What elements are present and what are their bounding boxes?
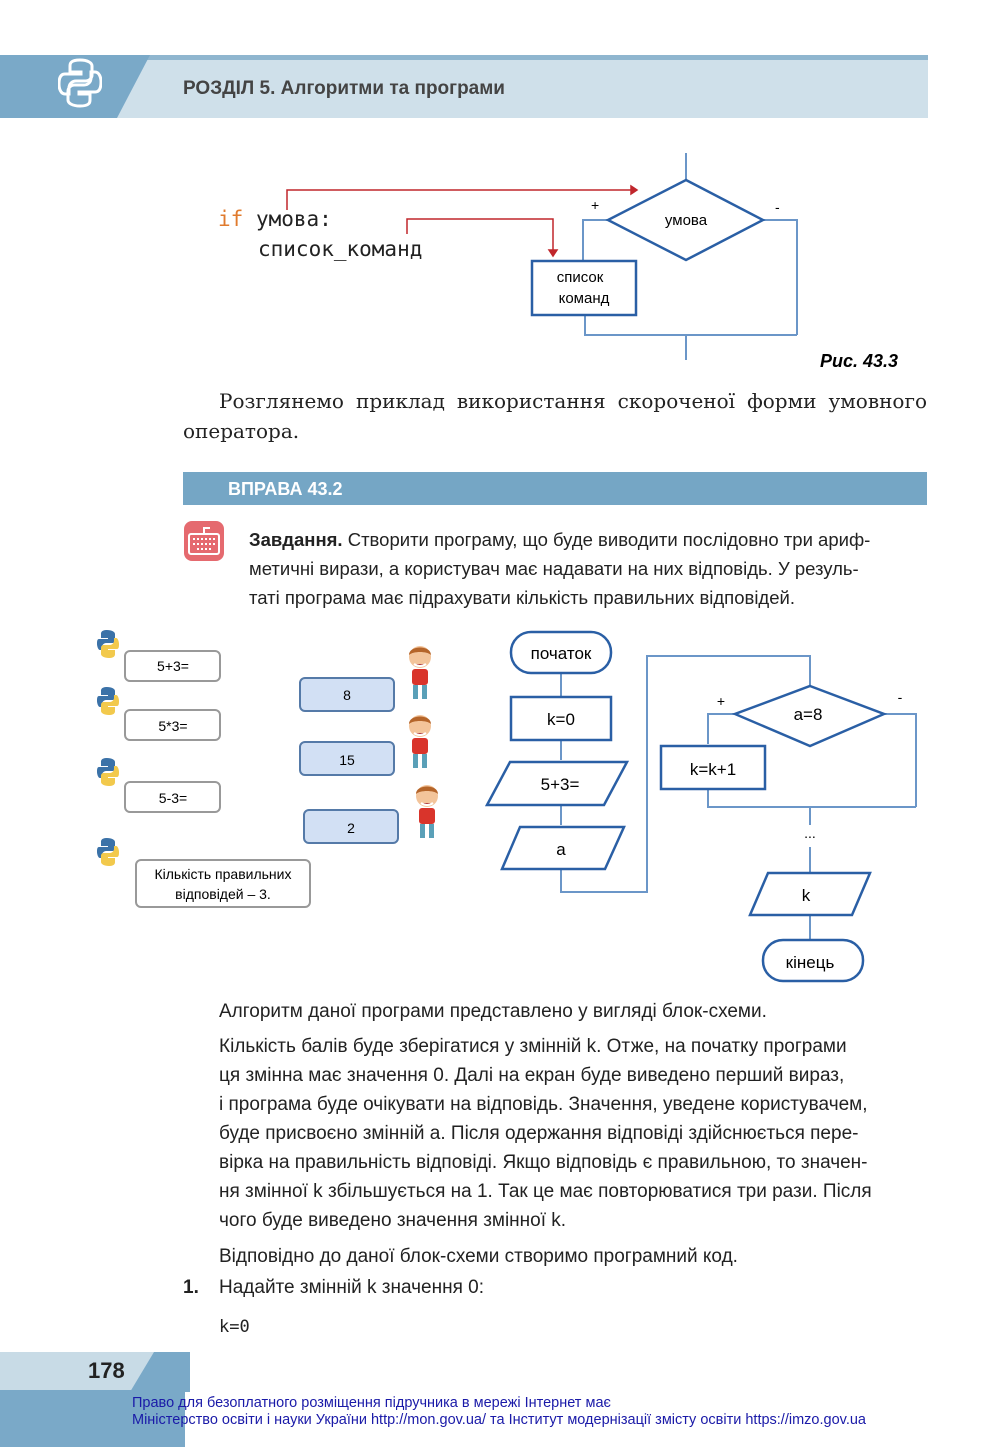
- answer-bubble: [299, 677, 395, 712]
- answer-bubble: [299, 741, 395, 776]
- question-bubble: [124, 650, 221, 682]
- minus-sign: -: [898, 689, 903, 705]
- init-label: k=0: [547, 710, 575, 729]
- text-line: чого буде виведено значення змінної k.: [219, 1210, 567, 1231]
- footer-license-line-1: Право для безоплатного розміщення підруч…: [132, 1395, 611, 1411]
- step-number: 1.: [183, 1277, 199, 1298]
- continuation-dots: ...: [804, 825, 816, 841]
- condition-diamond: [731, 684, 888, 748]
- start-terminal: [509, 630, 613, 675]
- figure-caption: Рис. 43.3: [820, 351, 898, 371]
- condition-code: умова:: [243, 207, 332, 231]
- answer-text: 8: [343, 687, 351, 703]
- minus-sign: -: [775, 199, 780, 215]
- python-icon: [97, 630, 119, 658]
- question-text: 5+3=: [157, 658, 189, 674]
- increment-label: k=k+1: [690, 760, 736, 779]
- result-text-1: Кількість правильних: [155, 866, 292, 882]
- footer-license-line-2: Міністерство освіти і науки України http…: [132, 1412, 866, 1428]
- task-line-1: Завдання. Створити програму, що буде вив…: [249, 525, 929, 554]
- question-text: 5*3=: [158, 718, 187, 734]
- step-text: Надайте змінній k значення 0:: [219, 1277, 484, 1298]
- input-label: a: [556, 840, 566, 859]
- box-label-2: команд: [559, 290, 610, 307]
- exercise-title: ВПРАВА 43.2: [228, 479, 343, 499]
- body-paragraph-1: Алгоритм даної програми представлено у в…: [219, 1001, 767, 1022]
- output-parallelogram: [484, 760, 630, 807]
- flow-connectors: [560, 655, 917, 940]
- text-line: Кількість балів буде зберігатися у змінн…: [219, 1036, 847, 1057]
- boy-icon: [415, 784, 439, 839]
- answer-bubble: [303, 809, 399, 844]
- init-box: [509, 695, 613, 742]
- task-line-3: таті програма має підрахувати кількість …: [249, 587, 795, 608]
- python-icon: [97, 838, 119, 866]
- input-parallelogram: [500, 825, 626, 871]
- code-line-body: список_команд: [258, 237, 423, 261]
- result-text-2: відповідей – 3.: [175, 886, 271, 902]
- text-line: вірка на правильність відповіді. Якщо ві…: [219, 1152, 868, 1173]
- result-label: k: [802, 886, 811, 905]
- box-label-1: список: [557, 269, 604, 286]
- exercise-banner: [183, 472, 927, 505]
- footer-block-dark: [0, 1390, 185, 1447]
- plus-sign: +: [591, 197, 599, 213]
- task-label: Завдання.: [249, 529, 343, 550]
- question-bubble: [124, 781, 221, 813]
- python-logo-icon: [58, 58, 102, 108]
- plus-sign: +: [717, 693, 725, 709]
- body-paragraph-2: Кількість балів буде зберігатися у змінн…: [219, 1032, 927, 1235]
- task-text: Створити програму, що буде виводити посл…: [342, 529, 871, 550]
- answer-text: 15: [339, 752, 355, 768]
- question-text: 5-3=: [159, 790, 187, 806]
- result-bubble: [135, 859, 311, 908]
- text-line: буде присвоєно змінній a. Після одержанн…: [219, 1123, 859, 1144]
- question-bubble: [124, 709, 221, 741]
- diamond-label: умова: [665, 212, 708, 229]
- code-snippet: k=0: [219, 1317, 250, 1337]
- if-keyword: if: [218, 207, 244, 231]
- condition-diamond: [605, 178, 766, 262]
- body-paragraph-3: Відповідно до даної блок-схеми створимо …: [219, 1246, 738, 1267]
- text-line: ця змінна має значення 0. Далі на екран …: [219, 1065, 845, 1086]
- intro-paragraph: Розглянемо приклад використання скорочен…: [183, 389, 927, 443]
- page-number: 178: [88, 1358, 125, 1383]
- boy-icon: [408, 645, 432, 700]
- task-line-2: метичні вирази, а користувач має надават…: [249, 558, 859, 579]
- chapter-title: РОЗДІЛ 5. Алгоритми та програми: [183, 78, 505, 99]
- condition-label: a=8: [794, 705, 823, 724]
- end-terminal: [761, 938, 865, 983]
- boy-icon: [408, 714, 432, 769]
- result-parallelogram: [748, 871, 872, 917]
- answer-text: 2: [347, 820, 355, 836]
- python-icon: [97, 687, 119, 715]
- command-box: [530, 259, 638, 317]
- python-icon: [97, 758, 119, 786]
- user-answers: 8 15 2: [299, 645, 439, 844]
- output-label: 5+3=: [541, 775, 580, 794]
- end-label: кінець: [786, 953, 835, 972]
- figure-43-3-flowchart: умова список команд + - Рис. 43.3: [286, 153, 898, 371]
- red-pointer-arrows: [286, 184, 639, 258]
- text-line: ня змінної k збільшується на 1. Так це м…: [219, 1181, 872, 1202]
- increment-box: [659, 744, 767, 791]
- chapter-header: [0, 55, 928, 118]
- code-line-if: if умова:: [218, 207, 332, 231]
- start-label: початок: [531, 644, 592, 663]
- program-dialog-and-flowchart: 5+3= 5*3= 5-3= Кількість правильних відп…: [97, 630, 917, 983]
- keyboard-icon: [184, 521, 224, 561]
- python-questions: 5+3= 5*3= 5-3= Кількість правильних відп…: [97, 630, 311, 908]
- text-line: і програма буде очікувати на відповідь. …: [219, 1094, 868, 1115]
